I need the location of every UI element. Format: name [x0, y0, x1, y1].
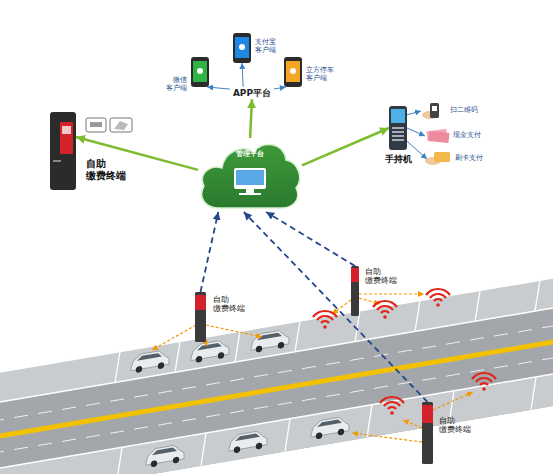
car	[311, 416, 349, 441]
car	[146, 444, 184, 469]
car	[229, 430, 267, 455]
node-label: 立方停车 客户端	[306, 66, 334, 82]
cloud-outline	[202, 144, 300, 208]
connector	[242, 63, 243, 87]
phone-symbol	[191, 33, 302, 87]
node-label: APP平台	[233, 88, 271, 98]
payment-icons	[422, 103, 450, 165]
monitor-base	[239, 193, 261, 195]
lane-line	[0, 356, 553, 454]
car	[131, 349, 169, 374]
kiosk-symbol	[50, 112, 76, 190]
car	[191, 339, 229, 364]
monitor-stand	[246, 189, 254, 193]
node-label: 自助 缴费终端	[439, 416, 471, 434]
road	[0, 276, 553, 474]
cloud-shape	[198, 138, 302, 212]
road-line	[0, 372, 553, 470]
payment-pole-symbol	[195, 266, 433, 464]
connector	[244, 212, 428, 402]
payment-pole: 自助 缴费终端	[351, 266, 359, 316]
connector	[407, 128, 425, 136]
stall-lines	[115, 280, 540, 474]
lane-line	[0, 324, 553, 422]
connector	[274, 87, 286, 89]
road-line	[0, 276, 553, 374]
handheld-device: 手持机	[389, 106, 407, 150]
app-phone: 立方停车 客户端	[284, 57, 302, 87]
node-label: 自助 缴费终端	[86, 158, 126, 181]
node-label: 刷卡支付	[455, 154, 483, 162]
handheld-symbol	[389, 106, 407, 150]
node-label: 现金支付	[453, 131, 481, 139]
car	[251, 329, 289, 354]
node-label: 手持机	[385, 154, 412, 164]
platform-label: APP平台	[230, 87, 274, 99]
app-phone: 支付宝 客户端	[233, 33, 251, 63]
monitor-screen	[236, 170, 264, 185]
connector	[201, 212, 219, 292]
connector	[207, 87, 230, 89]
wifi	[472, 373, 496, 391]
payment-option: 扫二维码	[421, 103, 445, 119]
node-label: 扫二维码	[450, 106, 478, 114]
payment-pole: 自助 缴费终端	[195, 292, 206, 342]
connector	[407, 111, 421, 115]
connector	[266, 212, 355, 266]
kiosk-icons	[86, 118, 132, 132]
wifi	[426, 289, 450, 307]
payment-option: 现金支付	[425, 128, 449, 144]
payment-option: 刷卡支付	[427, 151, 451, 167]
wifi	[380, 397, 404, 415]
node-label: 微信 客户端	[166, 76, 187, 92]
app-phone: 微信 客户端	[191, 57, 209, 87]
node-label: 自助 缴费终端	[365, 267, 397, 285]
wifi	[373, 301, 397, 319]
payment-pole: 自助 缴费终端	[422, 402, 433, 464]
payment-kiosk: 自助 缴费终端	[50, 112, 76, 190]
monitor-icon	[234, 168, 266, 189]
node-label: 自助 缴费终端	[213, 295, 245, 313]
connector	[250, 99, 252, 138]
node-label: 支付宝 客户端	[255, 38, 276, 54]
connector	[302, 128, 389, 165]
management-cloud: 管理平台	[198, 138, 302, 212]
wifi	[313, 311, 337, 329]
road-surface	[0, 276, 553, 474]
node-label: 管理平台	[236, 150, 264, 158]
